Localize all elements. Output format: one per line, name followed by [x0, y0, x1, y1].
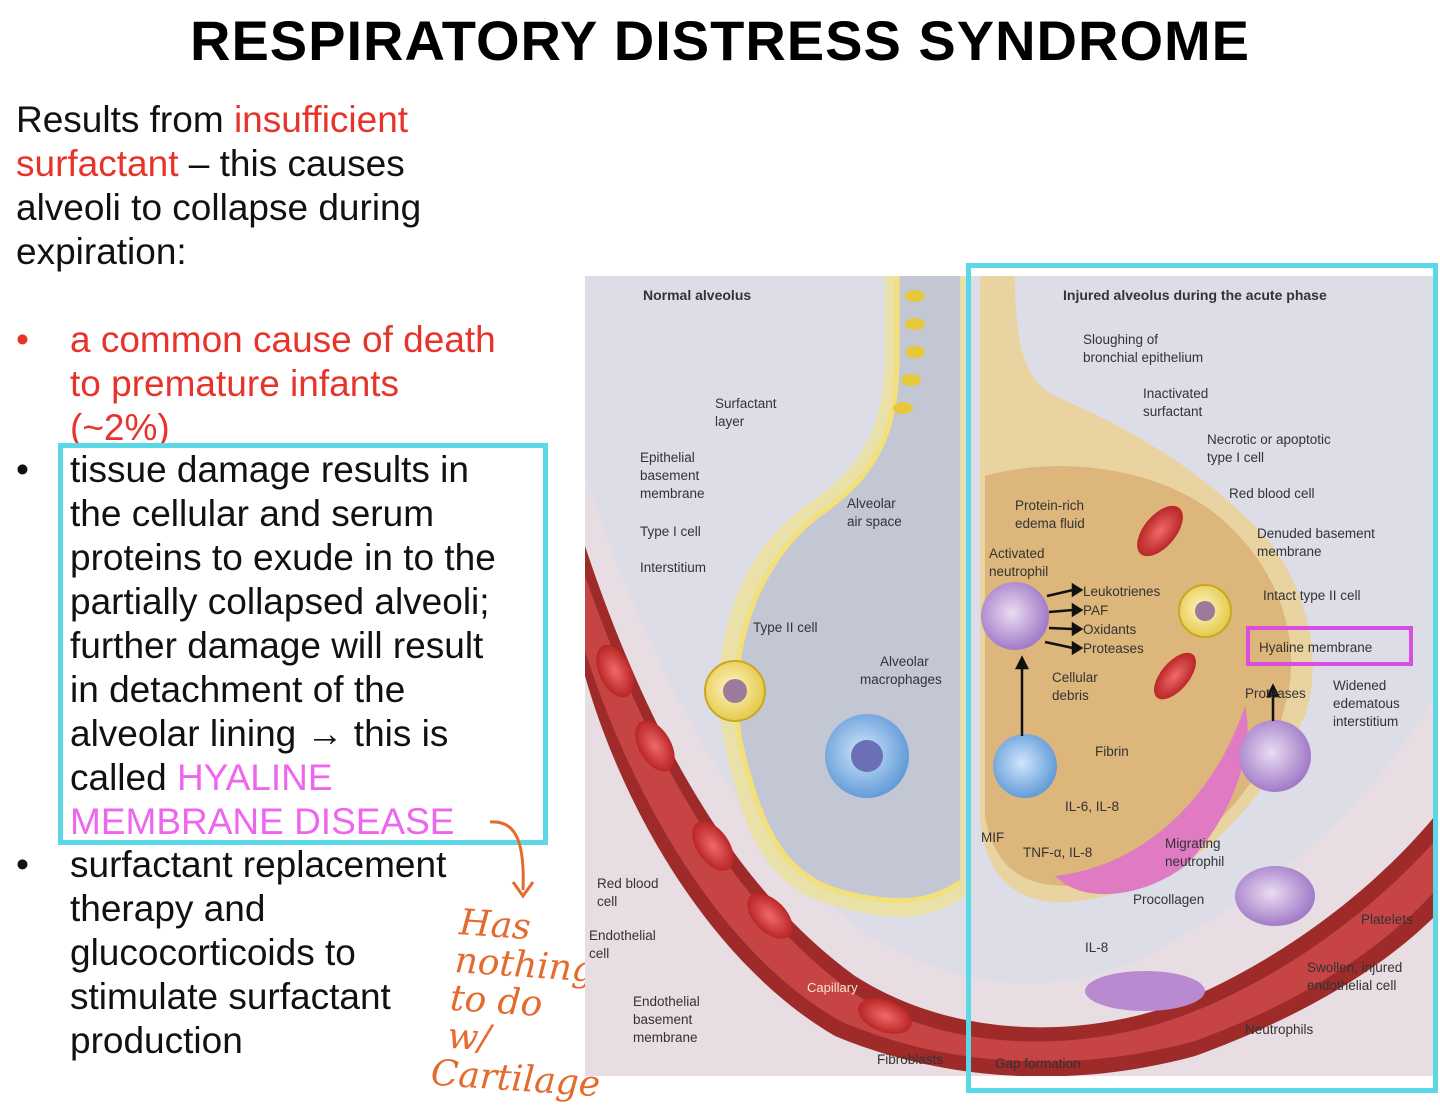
bullet-line: tissue damage results in — [70, 449, 469, 490]
handwritten-note: Has nothing to do w/ Cartilage — [429, 902, 602, 1105]
label-type-ii-cell: Type II cell — [753, 620, 818, 635]
injured-red-blood-cell — [1137, 505, 1183, 557]
bullet-line: alveolar lining → this is — [70, 713, 449, 754]
mediator-arrows — [1014, 582, 1281, 736]
red-blood-cell — [635, 720, 675, 772]
bullet-line: stimulate surfactant — [70, 976, 391, 1017]
page-title: RESPIRATORY DISTRESS SYNDROME — [190, 9, 1250, 72]
text-highlight-box — [58, 443, 548, 845]
right-panel-title: Injured alveolus during the acute phase — [1063, 287, 1327, 303]
label-rbc2: Red blood cell — [1229, 486, 1315, 501]
label-intact-type-ii: Intact type II cell — [1263, 588, 1361, 603]
hyaline-membrane-band — [1055, 706, 1248, 895]
label-fibroblasts: Fibroblasts — [877, 1052, 943, 1067]
swollen-endothelial-cell — [1085, 971, 1205, 1011]
red-blood-cell — [596, 644, 634, 698]
bullet-line: further damage will result — [70, 625, 484, 666]
bullet-marker: • — [16, 844, 29, 885]
proteases-neutrophil — [1239, 720, 1311, 792]
bullet-line: proteins to exude in to the — [70, 537, 496, 578]
bullet-2: • tissue damage results in the cellular … — [16, 448, 556, 848]
intro-part1: Results from — [16, 99, 234, 140]
capillary-vessel — [585, 546, 1435, 1076]
membrane-disease-highlight: MEMBRANE DISEASE — [70, 801, 455, 842]
red-blood-cell — [692, 821, 734, 871]
label-platelets: Platelets — [1361, 912, 1413, 927]
bronchial-epithelium-cells — [893, 290, 925, 414]
note-line: to do w/ — [446, 977, 544, 1060]
bullet-3: • surfactant replacement therapy and glu… — [16, 843, 516, 1063]
injured-red-blood-cell — [1154, 652, 1196, 700]
bullet-line: surfactant replacement — [70, 844, 447, 885]
label-hyaline-membrane: Hyaline membrane — [1259, 640, 1372, 655]
migrating-neutrophil — [1235, 866, 1315, 926]
bullet-line: partially collapsed alveoli; — [70, 581, 490, 622]
left-panel-title: Normal alveolus — [643, 287, 751, 303]
macrophage-injured — [993, 734, 1057, 798]
label-interstitium: Interstitium — [640, 560, 706, 575]
label-capillary: Capillary — [807, 980, 858, 995]
intro-text: Results from insufficient surfactant – t… — [16, 98, 486, 274]
label-il: IL-6, IL-8 — [1065, 799, 1119, 814]
bullet-line: production — [70, 1020, 243, 1061]
bullet-line: a common cause of death — [70, 319, 496, 360]
bullet-marker: • — [16, 319, 29, 360]
bullet-1: • a common cause of death to premature i… — [16, 318, 556, 450]
bullet-line: (~2%) — [70, 407, 170, 448]
hyaline-membrane-box — [1246, 626, 1413, 666]
label-type-i-cell: Type I cell — [640, 524, 701, 539]
bullet-called: called — [70, 757, 177, 798]
label-mif: MIF — [981, 830, 1004, 845]
label-proteases: Proteases — [1245, 686, 1306, 701]
label-neutrophils: Neutrophils — [1245, 1022, 1314, 1037]
bullet-marker: • — [16, 449, 29, 490]
interstitium-band — [585, 476, 1435, 1076]
hyaline-highlight: HYALINE — [176, 757, 333, 798]
intro-part2: – this causes alveoli to collapse during… — [16, 143, 422, 272]
rbc-group — [596, 644, 912, 1034]
label-procollagen: Procollagen — [1133, 892, 1204, 907]
label-tnf: TNF-α, IL-8 — [1023, 845, 1092, 860]
intro-highlight: insufficient surfactant — [16, 99, 409, 184]
bullet-line: therapy and — [70, 888, 266, 929]
label-il8: IL-8 — [1085, 940, 1108, 955]
bullet-line: the cellular and serum — [70, 493, 435, 534]
red-blood-cell — [747, 893, 793, 939]
label-gap-formation: Gap formation — [995, 1056, 1081, 1071]
figure-highlight-box — [966, 263, 1438, 1093]
alveolus-diagram: Normal alveolus Injured alveolus during … — [585, 276, 1435, 1076]
activated-neutrophil — [981, 582, 1049, 650]
bullet-line: glucocorticoids to — [70, 932, 356, 973]
annotation-arrow — [489, 820, 535, 899]
bullet-line: called HYALINE — [70, 756, 496, 800]
bullet-line: in detachment of the — [70, 669, 406, 710]
note-line: Cartilage — [429, 1052, 602, 1105]
label-fibrin: Fibrin — [1095, 744, 1129, 759]
red-blood-cell — [858, 998, 912, 1034]
bullet-line: to premature infants — [70, 363, 400, 404]
